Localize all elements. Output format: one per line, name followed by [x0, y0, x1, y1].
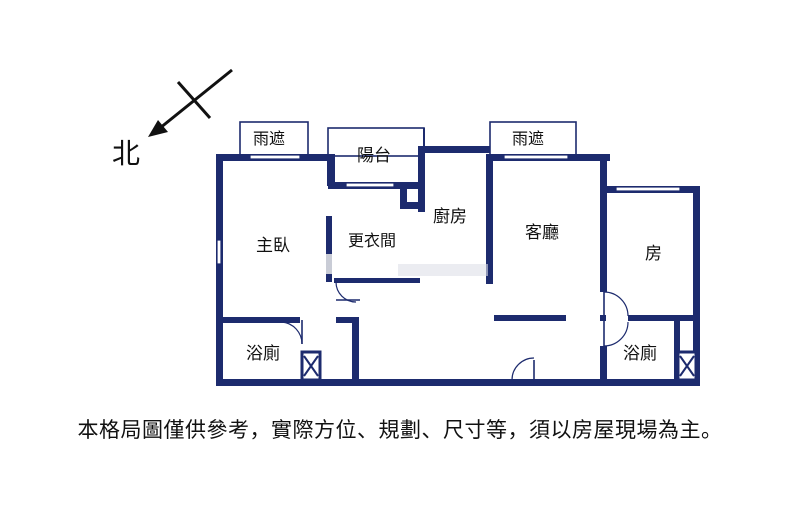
kitchen-label: 廚房 [433, 206, 467, 227]
master-bedroom-label: 主臥 [256, 236, 290, 256]
canopy-left-label: 雨遮 [253, 129, 285, 148]
canopy-right-label: 雨遮 [512, 129, 544, 148]
balcony-label: 陽台 [357, 146, 391, 166]
vent-box-right [676, 350, 698, 382]
living-room-label: 客廳 [525, 223, 559, 243]
canopy-right [489, 121, 577, 157]
walk-in-closet-label: 更衣間 [348, 231, 396, 250]
north-label: 北 [112, 137, 140, 170]
disclaimer-text: 本格局圖僅供參考，實際方位、規劃、尺寸等，須以房屋現場為主。 [77, 418, 723, 442]
bathroom-right-label: 浴廁 [623, 343, 657, 364]
watermark-trace [398, 264, 488, 276]
bathroom-left-label: 浴廁 [246, 343, 280, 364]
north-arrow-icon [148, 68, 233, 137]
windows [216, 154, 681, 265]
vent-box-left [300, 350, 322, 382]
bedroom-label: 房 [645, 244, 662, 264]
watermark-trace [326, 254, 332, 274]
doors [281, 281, 629, 382]
